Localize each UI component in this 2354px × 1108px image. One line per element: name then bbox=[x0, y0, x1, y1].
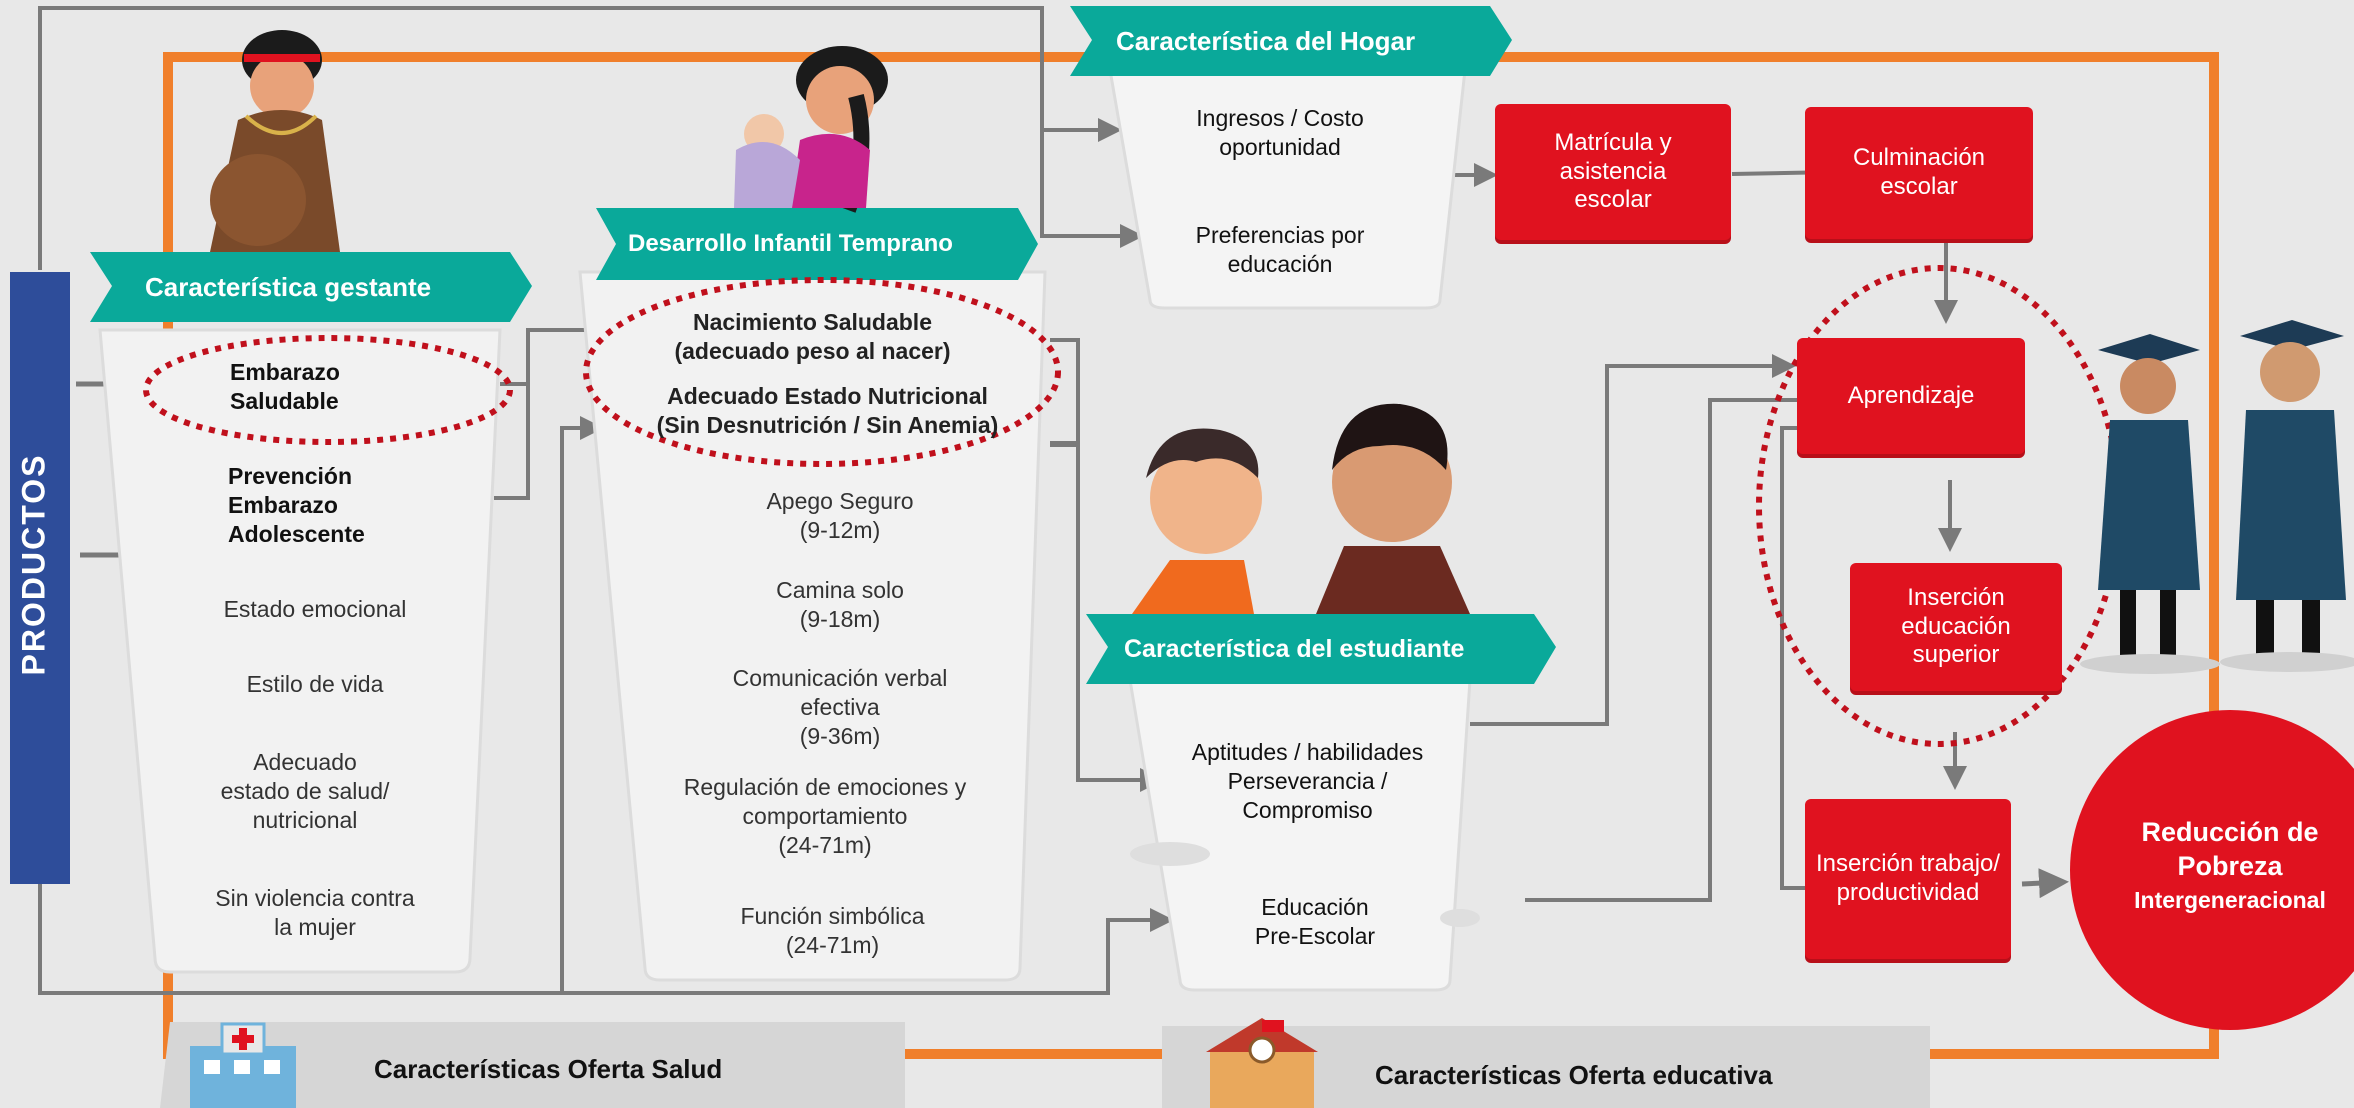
arrow-embarazo-nacimiento bbox=[500, 318, 618, 386]
item-regulacion-emociones: Regulación de emociones y comportamiento… bbox=[683, 774, 967, 858]
dotted-ellipse-nacimiento bbox=[583, 277, 1061, 467]
banner-gestante: Característica gestante bbox=[145, 271, 432, 302]
item-funcion-simbolica: Función simbólica (24-71m) bbox=[740, 903, 925, 958]
productos-label: PRODUCTOS bbox=[15, 453, 52, 676]
box-matricula: Matrícula y asistencia escolar bbox=[1495, 104, 1731, 240]
banner-dit: Desarrollo Infantil Temprano bbox=[628, 230, 953, 257]
item-estado-salud: Adecuado estado de salud/ nutricional bbox=[220, 749, 390, 833]
arrow-trabajo-reduccion bbox=[2021, 868, 2069, 899]
item-aptitudes: Aptitudes / habilidades Perseverancia / … bbox=[1191, 739, 1424, 823]
graduates-illustration bbox=[2080, 320, 2354, 674]
connector-left-dit bbox=[560, 416, 604, 993]
banner-hogar: Característica del Hogar bbox=[1116, 25, 1416, 56]
hogar-column bbox=[1108, 68, 1467, 310]
dit-column bbox=[578, 270, 1047, 982]
arrow-preescolar-aprendizaje bbox=[1525, 398, 1830, 902]
banner-estudiante-shape bbox=[1086, 614, 1556, 684]
banner-dit-shape bbox=[596, 208, 1038, 280]
connector-top-ingresos bbox=[38, 6, 1122, 270]
footer-oferta-salud: Características Oferta Salud bbox=[374, 1054, 723, 1084]
footer-oferta-educativa: Características Oferta educativa bbox=[1375, 1060, 1773, 1090]
item-camina-solo: Camina solo (9-18m) bbox=[776, 577, 904, 632]
box-insercion-trabajo: Inserción trabajo/ productividad bbox=[1805, 799, 2011, 959]
item-preescolar: Educación Pre-Escolar bbox=[1254, 894, 1376, 949]
shadow-ellipse-right bbox=[1440, 909, 1480, 927]
item-estado-nutricional: Adecuado Estado Nutricional (Sin Desnutr… bbox=[656, 383, 999, 438]
item-embarazo-saludable: Embarazo Saludable bbox=[230, 359, 340, 414]
banner-hogar-shape bbox=[1070, 6, 1512, 76]
school-icon bbox=[1206, 1018, 1318, 1108]
shadow-ellipse-left bbox=[1130, 842, 1210, 866]
box-culminacion: Culminación escolar bbox=[1805, 107, 2033, 239]
connector-top-preferencias bbox=[1040, 130, 1144, 248]
reduccion-title: Reducción de Pobreza bbox=[2141, 817, 2319, 882]
gestante-column bbox=[98, 328, 502, 974]
students-illustration bbox=[1132, 403, 1470, 614]
item-prevencion-embarazo: Prevención Embarazo Adolescente bbox=[228, 463, 365, 547]
item-preferencias: Preferencias por educación bbox=[1195, 222, 1365, 277]
connector-bottom-preescolar bbox=[38, 884, 1174, 995]
item-apego-seguro: Apego Seguro (9-12m) bbox=[766, 488, 914, 543]
item-estilo-vida: Estilo de vida bbox=[246, 671, 384, 697]
banner-gestante-shape bbox=[90, 252, 532, 322]
mother-baby-illustration bbox=[734, 46, 888, 213]
estudiante-column bbox=[1128, 678, 1472, 992]
banner-estudiante: Característica del estudiante bbox=[1124, 634, 1465, 663]
footer-educativa-bar bbox=[1162, 1026, 1930, 1108]
arrow-dit-aptitudes bbox=[1050, 338, 1164, 792]
hospital-icon bbox=[190, 1022, 296, 1108]
reduccion-subtitle: Intergeneracional bbox=[2134, 887, 2326, 913]
item-ingresos: Ingresos / Costo oportunidad bbox=[1196, 105, 1364, 160]
item-sin-violencia: Sin violencia contra la mujer bbox=[215, 885, 415, 940]
dotted-ellipse-embarazo bbox=[143, 335, 513, 445]
box-aprendizaje: Aprendizaje bbox=[1797, 338, 2025, 454]
item-comunicacion-verbal: Comunicación verbal efectiva (9-36m) bbox=[732, 665, 948, 749]
footer-salud-bar bbox=[160, 1022, 905, 1108]
reduccion-circle bbox=[2070, 710, 2354, 1030]
box-insercion-superior: Inserción educación superior bbox=[1850, 563, 2062, 691]
item-nacimiento-saludable: Nacimiento Saludable (adecuado peso al n… bbox=[674, 309, 951, 364]
arrow-aptitudes-aprendizaje bbox=[1470, 354, 1796, 726]
pregnant-woman-illustration bbox=[210, 30, 340, 252]
item-estado-emocional: Estado emocional bbox=[223, 596, 407, 622]
productos-bar bbox=[10, 272, 70, 884]
arrow-prevencion-join bbox=[494, 384, 530, 500]
